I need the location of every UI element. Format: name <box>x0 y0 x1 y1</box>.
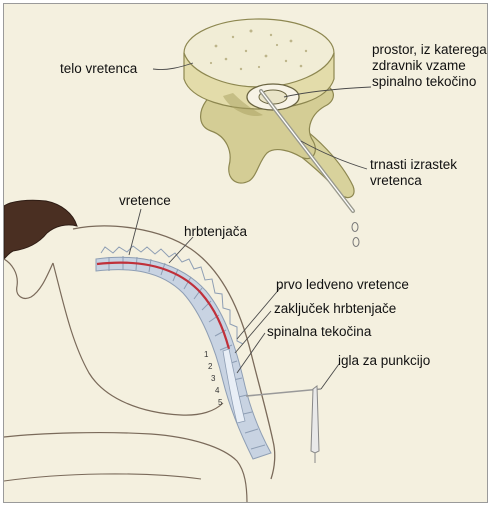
lumbar-number: 4 <box>215 386 220 395</box>
lumbar-number: 3 <box>211 374 216 383</box>
syringe <box>311 386 319 453</box>
lumbar-number: 2 <box>208 362 213 371</box>
fluid-drop <box>353 238 359 247</box>
puncture-needle <box>246 389 321 396</box>
label-first-lumbar-vertebra: prvo ledveno vretence <box>276 277 409 293</box>
vertebra-illustration <box>184 19 359 247</box>
label-spinous-process: trnasti izrastek vretenca <box>370 157 486 189</box>
leg-outline <box>4 474 201 481</box>
knee-outline <box>4 433 247 503</box>
label-puncture-space: prostor, iz katerega zdravnik vzame spin… <box>372 42 488 90</box>
label-vertebral-body: telo vretenca <box>60 61 137 77</box>
label-puncture-needle: igla za punkcijo <box>338 353 430 369</box>
lumbar-number: 5 <box>218 398 223 407</box>
diagram-frame: 1 2 3 4 5 telo vretenca prostor, iz kate… <box>3 3 488 503</box>
head-outline <box>4 259 53 298</box>
fluid-drop <box>352 223 358 232</box>
hair <box>4 200 77 259</box>
label-spinal-cord-end: zaključek hrbtenjače <box>274 301 396 317</box>
label-spinal-cord: hrbtenjača <box>184 224 247 240</box>
lumbar-number: 1 <box>204 350 209 359</box>
spinal-column <box>96 257 271 459</box>
label-spinal-fluid: spinalna tekočina <box>267 324 371 340</box>
label-vertebra: vretence <box>119 193 171 209</box>
